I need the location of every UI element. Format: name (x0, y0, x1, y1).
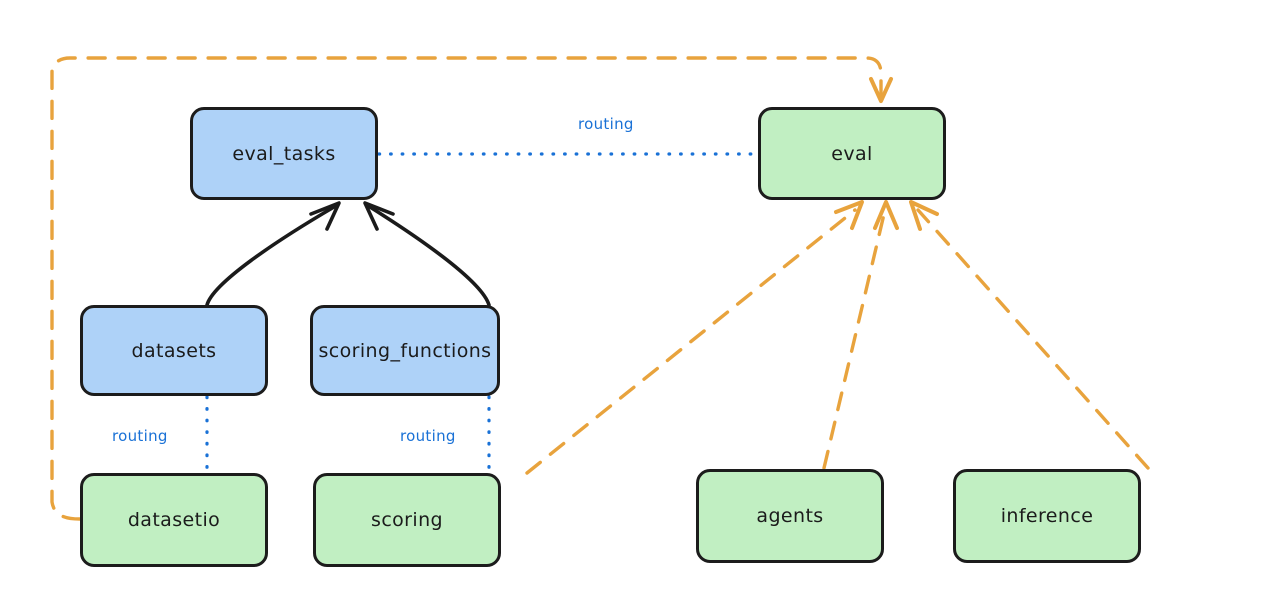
node-label-eval-tasks: eval_tasks (232, 142, 336, 165)
edge-label-routing-scoring-functions-scoring: routing (400, 427, 456, 445)
node-label-eval: eval (831, 142, 873, 165)
node-agents[interactable]: agents (696, 469, 884, 563)
node-eval-tasks[interactable]: eval_tasks (190, 107, 378, 200)
node-label-inference: inference (1000, 505, 1094, 527)
edge-label-routing-eval-tasks-eval: routing (578, 115, 634, 133)
edge-agents-to-eval (822, 200, 899, 470)
node-label-agents: agents (756, 505, 824, 527)
node-datasetio[interactable]: datasetio (80, 473, 268, 567)
node-inference[interactable]: inference (953, 469, 1141, 563)
node-datasets[interactable]: datasets (80, 305, 268, 396)
edge-scoring-functions-to-eval-tasks (363, 201, 491, 307)
edge-label-routing-datasets-datasetio: routing (112, 427, 168, 445)
edge-datasetio-to-eval (50, 56, 893, 521)
node-label-scoring-functions: scoring_functions (318, 339, 492, 362)
node-eval[interactable]: eval (758, 107, 946, 200)
node-scoring-functions[interactable]: scoring_functions (310, 305, 500, 396)
node-scoring[interactable]: scoring (313, 473, 501, 567)
edge-inference-to-eval (909, 200, 1150, 470)
node-label-datasets: datasets (131, 339, 217, 362)
edge-datasets-to-eval-tasks (205, 201, 341, 307)
edge-scoring-to-eval (525, 200, 864, 475)
node-label-scoring: scoring (371, 509, 443, 531)
node-label-datasetio: datasetio (127, 509, 221, 531)
